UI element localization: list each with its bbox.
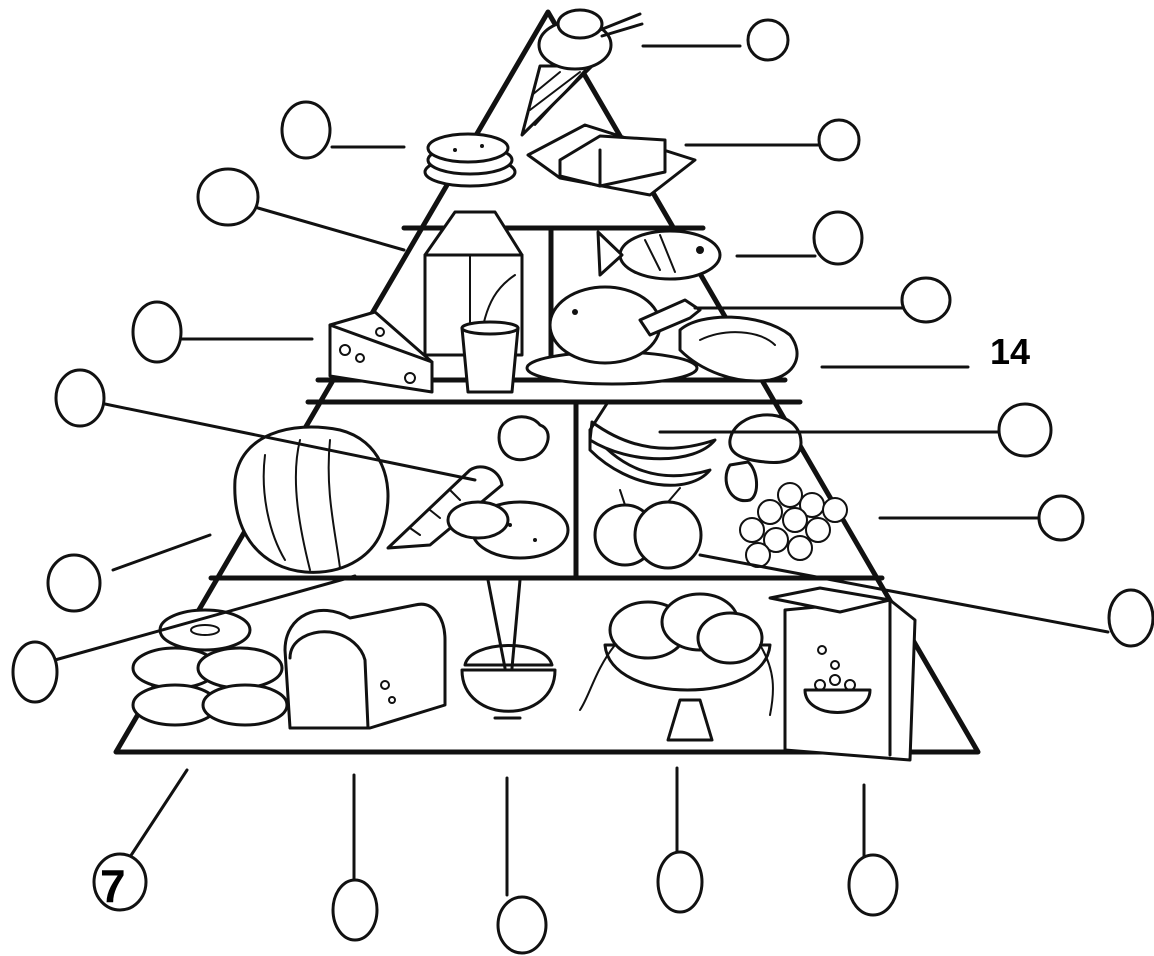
answer-circle[interactable]	[331, 878, 379, 942]
answer-circle[interactable]	[812, 210, 864, 266]
answer-circle[interactable]	[496, 895, 548, 955]
answer-circle[interactable]	[1107, 588, 1154, 648]
lettuce-icon	[233, 425, 390, 574]
oranges-icon	[593, 487, 703, 570]
label-14: 14	[990, 331, 1030, 372]
answer-circle[interactable]	[46, 553, 102, 613]
butter-icon	[526, 123, 697, 197]
answer-circle[interactable]	[131, 300, 183, 364]
answer-circle[interactable]	[817, 118, 861, 162]
answer-circles	[11, 18, 1154, 955]
rice-bowl-icon	[460, 578, 557, 720]
cereal-box-icon	[768, 586, 917, 762]
answer-circle[interactable]	[900, 276, 952, 324]
chicken-icon	[525, 285, 702, 386]
answer-circle[interactable]	[847, 853, 899, 917]
label-7: 7	[100, 860, 126, 912]
pasta-bowl-icon	[579, 592, 774, 742]
answer-circle[interactable]	[54, 368, 106, 428]
answer-circle[interactable]	[280, 100, 332, 160]
answer-circle[interactable]	[1037, 494, 1085, 542]
ice-cream-icon	[520, 8, 644, 137]
answer-circle[interactable]	[746, 18, 790, 62]
bread-icon	[283, 602, 447, 730]
fish-icon	[596, 229, 722, 281]
banana-icon	[588, 400, 717, 487]
bagels-icon	[131, 608, 289, 727]
mushroom-icon	[724, 413, 803, 503]
potato-icon	[446, 500, 570, 560]
steak-icon	[678, 315, 799, 383]
carrot-icon	[386, 415, 550, 550]
cheese-icon	[328, 310, 434, 394]
cookies-icon	[423, 132, 517, 188]
leader-lines	[53, 44, 1110, 897]
answer-circle[interactable]	[656, 850, 704, 914]
answer-circle[interactable]	[196, 167, 260, 227]
answer-circle[interactable]	[92, 852, 148, 912]
answer-circle[interactable]	[997, 402, 1053, 458]
answer-circle[interactable]	[11, 640, 59, 704]
milk-glass-icon	[460, 320, 520, 394]
